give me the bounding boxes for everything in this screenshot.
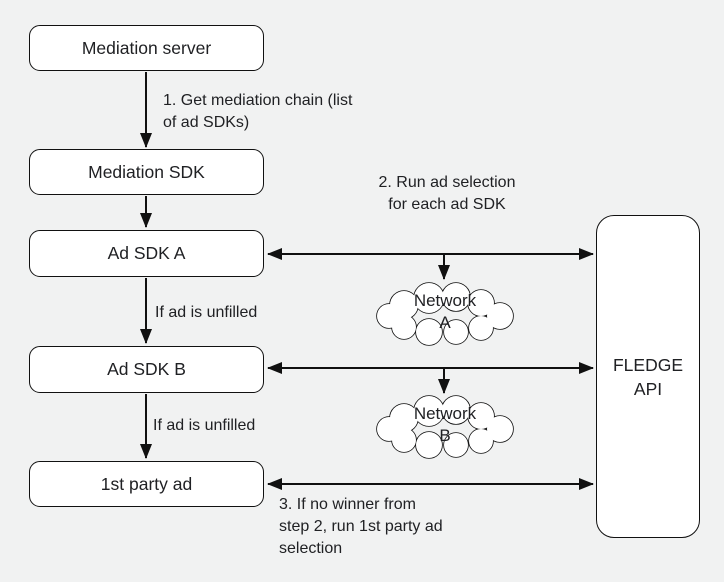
annotation-step-2: 2. Run ad selection for each ad SDK [378, 174, 516, 213]
annotation-step-3: 3. If no winner from step 2, run 1st par… [279, 496, 443, 557]
annotation-if-ad-unfilled-1: If ad is unfilled [155, 304, 258, 321]
annotation-step-1: 1. Get mediation chain (list of ad SDKs) [163, 92, 353, 131]
node-ad-sdk-b: Ad SDK B [29, 346, 264, 393]
node-mediation-sdk: Mediation SDK [29, 149, 264, 195]
node-fledge-api: FLEDGE API [596, 215, 700, 538]
network-a-label: Network A [413, 291, 477, 332]
annotation-if-ad-unfilled-2: If ad is unfilled [153, 417, 256, 434]
node-ad-sdk-a: Ad SDK A [29, 230, 264, 277]
node-mediation-server: Mediation server [29, 25, 264, 71]
node-first-party-ad: 1st party ad [29, 461, 264, 507]
network-b-label: Network B [413, 404, 477, 445]
